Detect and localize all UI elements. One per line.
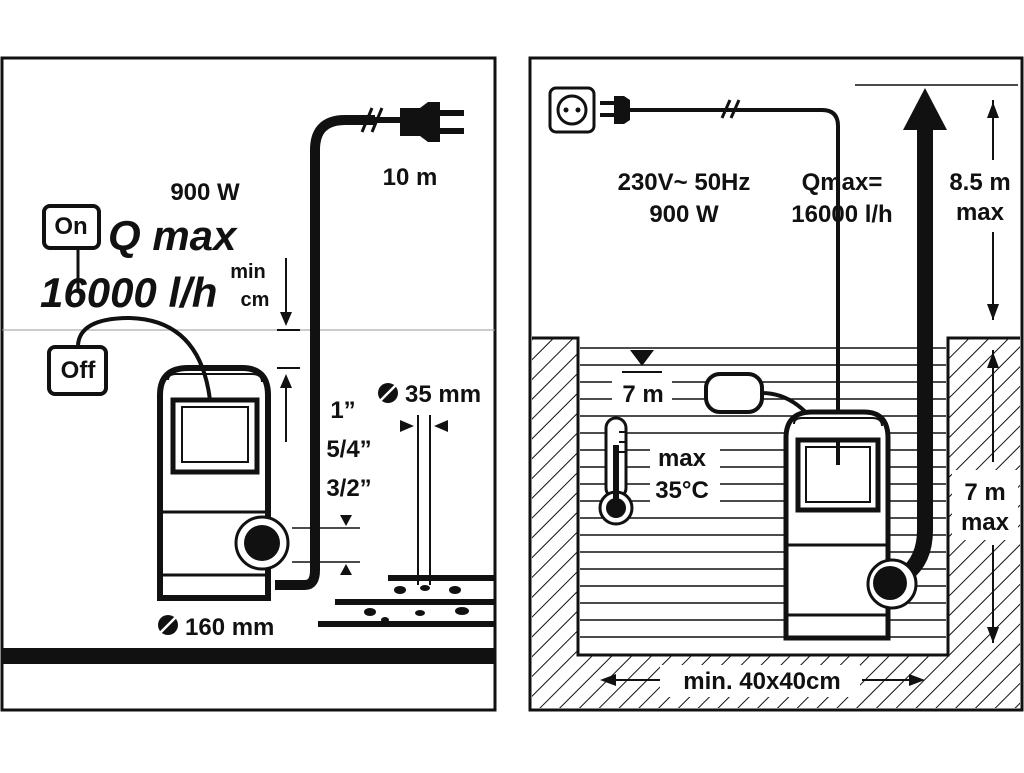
depth-mark: 7 m [622,381,663,408]
pit-size-arrows [600,674,925,686]
sediment-layer [318,575,495,627]
floor-bar [2,648,495,664]
depth-value: 7 m [964,479,1005,506]
q-max-right-1: Qmax= [802,169,883,196]
particle-gap [400,415,448,585]
particle-size: 35 mm [405,381,481,408]
flow-left: 16000 l/h [40,269,217,316]
temp-max: max [658,445,707,472]
hose-size-1: 1” [330,397,355,424]
hose-size-3: 3/2” [326,475,371,502]
cable-length: 10 m [383,164,438,191]
head-dimension [987,100,999,320]
diameter-icon [373,378,403,408]
left-panel: On Off 900 W Q max 16000 l/h 10 m min cm… [0,56,497,712]
min-label: min [230,261,266,283]
min-depth-arrows [277,258,300,442]
off-label: Off [61,357,97,384]
pump-right [783,409,918,641]
thermometer-icon [598,416,634,526]
temp-value: 35°C [655,477,709,504]
right-panel-frame [528,56,1024,712]
q-max-left: Q max [108,212,238,260]
pit-size: min. 40x40cm [683,668,840,695]
pump-left [157,365,290,601]
q-max-right-2: 16000 l/h [791,201,892,228]
plug-icon [400,102,464,142]
on-label: On [54,213,87,240]
right-panel: 230V~ 50Hz 900 W Qmax= 16000 l/h 8.5 m m… [528,56,1024,712]
min-value: cm [241,289,270,311]
pump-diameter: 160 mm [185,614,274,641]
voltage: 230V~ 50Hz [618,169,751,196]
float-cable [76,315,212,401]
hose-size-2: 5/4” [326,436,371,463]
outlet-dimension [292,515,360,575]
diameter-icon-2 [153,610,183,640]
left-wall-hatch [532,338,578,708]
socket-icon [548,86,596,134]
on-switch-box [42,204,101,250]
head-unit: max [956,199,1005,226]
hose-left [275,115,375,590]
depth-unit: max [961,509,1010,536]
head-value: 8.5 m [949,169,1010,196]
water-level-marker [630,350,654,366]
off-switch-box [47,345,108,396]
float-switch [704,372,764,414]
depth-dimension [987,350,999,643]
cable-break-mark [360,107,374,133]
power-cable-right [630,108,840,465]
plug-icon-right [600,96,630,124]
pit-outline [532,336,1020,657]
left-panel-frame [0,56,497,712]
power-left: 900 W [170,179,240,206]
power-right: 900 W [649,201,719,228]
